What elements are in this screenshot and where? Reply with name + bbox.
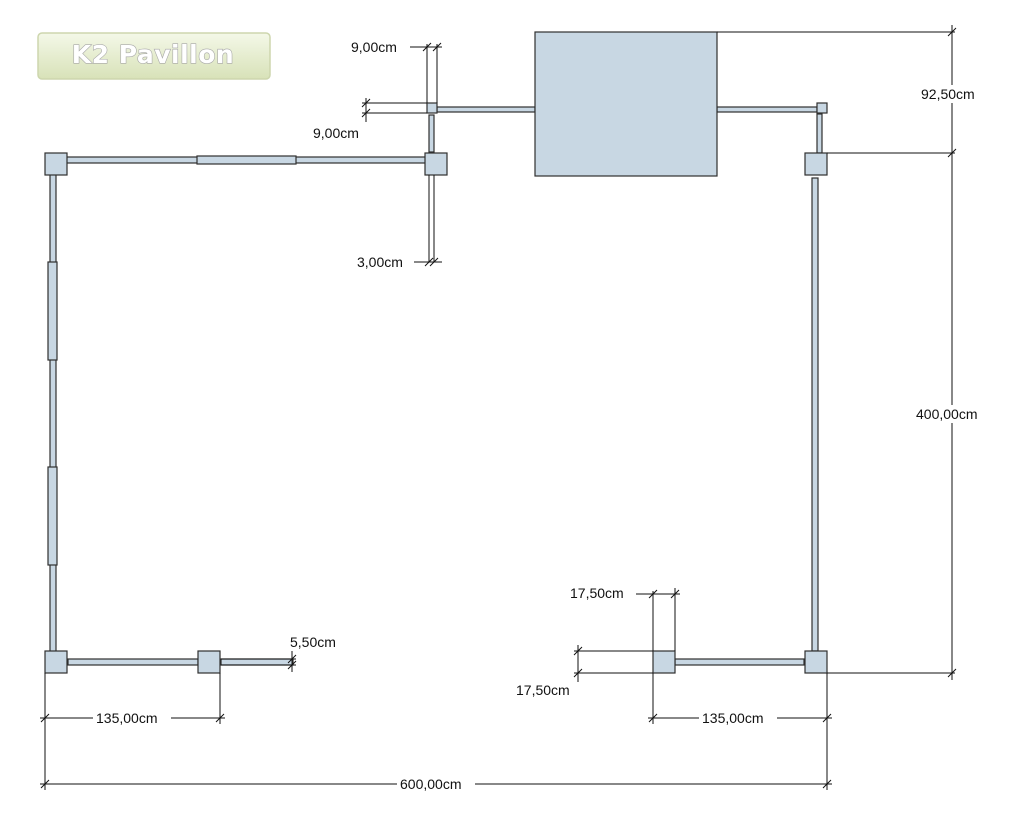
dim-overall-width: 600,00cm <box>400 776 461 792</box>
post-top-right <box>804 152 828 176</box>
left-rail-panel-upper <box>47 261 58 361</box>
dim-rail-gap: 3,00cm <box>357 254 403 270</box>
top-left-rail-panel <box>196 155 297 165</box>
frame <box>44 31 828 674</box>
post-bottom-right-inner <box>652 650 676 674</box>
upper-rail-vertical-left <box>428 114 435 153</box>
post-top-middle <box>424 152 448 176</box>
dim-post-offset-side: 9,00cm <box>313 125 359 141</box>
logo: K2 Pavillon <box>37 32 271 80</box>
dim-depth-right: 400,00cm <box>916 406 977 422</box>
post-top-left <box>44 152 68 176</box>
upper-rail-left <box>436 106 536 113</box>
upper-rail-vertical-right <box>816 113 823 154</box>
bottom-left-rail <box>67 658 199 666</box>
post-bottom-left-inner <box>197 650 221 674</box>
dimension-labels: 9,00cm 9,00cm 3,00cm 92,50cm 400,00cm 17… <box>93 39 991 793</box>
dim-rail-gap-bottom: 5,50cm <box>290 634 336 650</box>
dim-post-size-h: 17,50cm <box>570 585 624 601</box>
top-box <box>534 31 718 177</box>
upper-rail-right <box>716 106 818 113</box>
bottom-left-rail-stub <box>220 658 294 666</box>
left-rail-panel-lower <box>47 466 58 566</box>
right-rail <box>811 177 819 652</box>
dim-top-offset-right: 92,50cm <box>921 86 975 102</box>
post-bottom-right <box>804 650 828 674</box>
dim-post-offset-top: 9,00cm <box>351 39 397 55</box>
logo-box <box>37 32 271 80</box>
logo-text: K2 Pavillon <box>72 40 234 69</box>
dim-bottom-left-span: 135,00cm <box>96 710 157 726</box>
bottom-right-rail <box>674 658 805 666</box>
dim-post-size-v: 17,50cm <box>516 682 570 698</box>
dim-bottom-right-span: 135,00cm <box>702 710 763 726</box>
post-bottom-left <box>44 650 68 674</box>
small-post-top-right <box>816 102 828 114</box>
small-post-top-left <box>426 102 438 114</box>
left-rail <box>49 173 57 653</box>
